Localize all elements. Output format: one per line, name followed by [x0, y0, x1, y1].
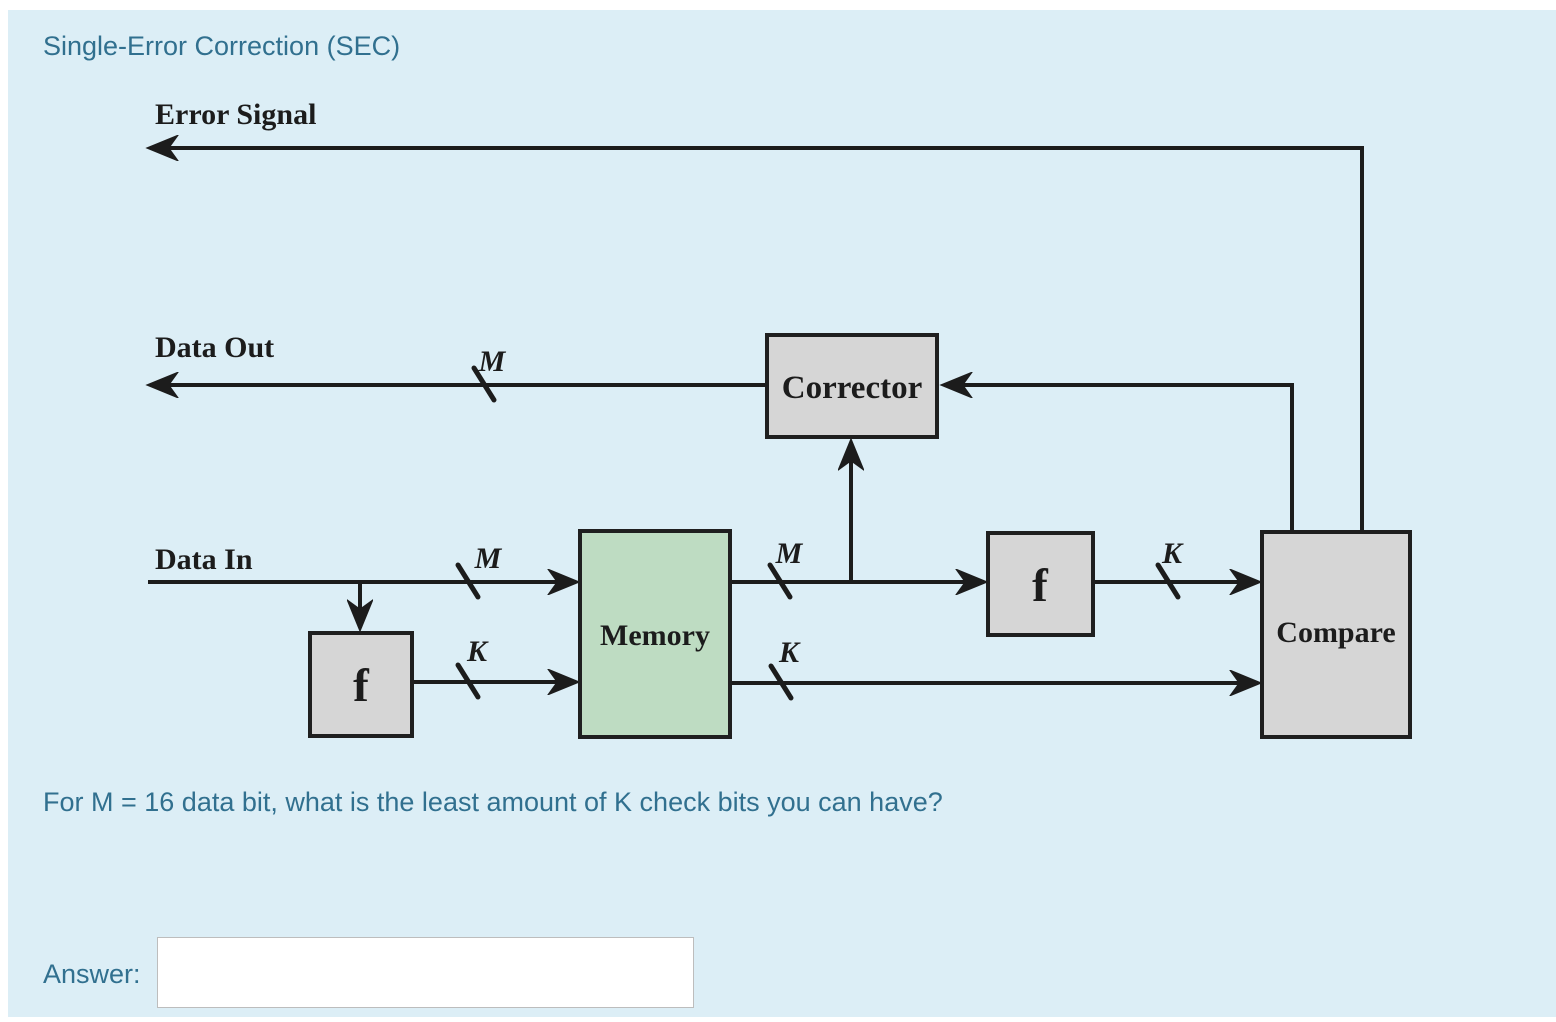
- memory-label: Memory: [600, 619, 710, 652]
- encoder-f-label: f: [353, 660, 370, 712]
- bus-m-datain-label: M: [474, 542, 503, 575]
- page-title: Single-Error Correction (SEC): [43, 31, 401, 61]
- compare-block: [1260, 530, 1412, 739]
- bus-k-memory-label: K: [778, 636, 801, 669]
- checker-f-block: [986, 531, 1095, 637]
- corrector-label: Corrector: [782, 370, 922, 406]
- checker-f-label: f: [1032, 560, 1049, 612]
- bus-width-slash-m-dataout: [471, 365, 497, 403]
- data-in-label: Data In: [155, 543, 253, 576]
- bus-width-slash-k-checker: [1155, 562, 1181, 600]
- bus-m-memory-label: M: [775, 537, 804, 570]
- compare-to-corrector-wire: [944, 385, 1294, 532]
- bus-width-slash-k-memory: [768, 663, 794, 701]
- bus-width-slash-m-memory: [767, 562, 793, 600]
- bus-width-slash-m-datain: [455, 562, 481, 600]
- bus-k-encoder-label: K: [466, 635, 489, 668]
- encoder-f-block: [308, 631, 414, 738]
- answer-label: Answer:: [43, 959, 141, 989]
- question-text: For M = 16 data bit, what is the least a…: [43, 787, 943, 817]
- bus-m-dataout-label: M: [478, 345, 507, 378]
- bus-k-checker-label: K: [1161, 537, 1184, 570]
- memory-block: [578, 529, 732, 739]
- error-signal-wire: [150, 148, 1364, 532]
- corrector-block: [765, 333, 939, 439]
- compare-label: Compare: [1276, 616, 1395, 649]
- error-signal-label: Error Signal: [155, 98, 316, 131]
- answer-input[interactable]: [157, 937, 694, 1008]
- bus-width-slash-k-encoder: [455, 662, 481, 700]
- data-out-label: Data Out: [155, 331, 274, 364]
- worksheet-panel: [8, 10, 1556, 1017]
